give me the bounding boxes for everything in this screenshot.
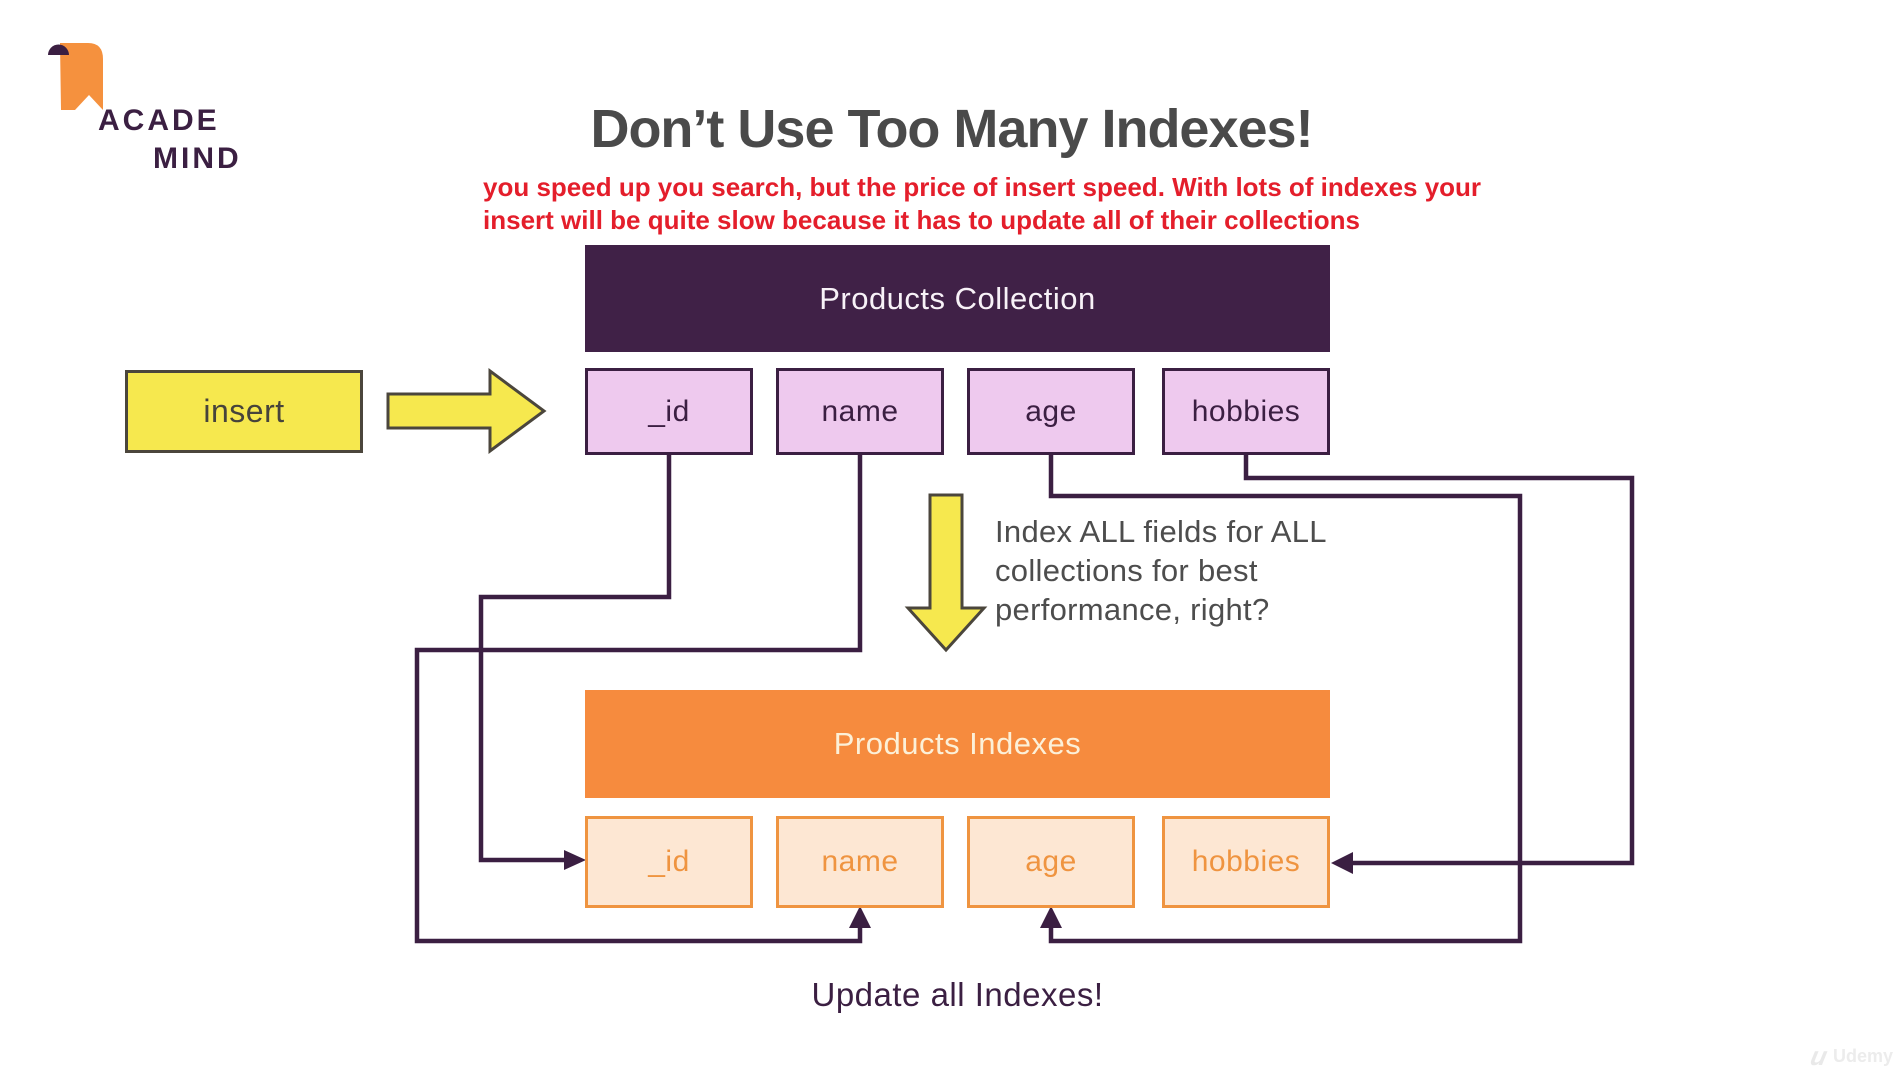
udemy-watermark: u Udemy <box>1807 1041 1893 1071</box>
index-field-age: age <box>967 816 1135 908</box>
insert-box: insert <box>125 370 363 453</box>
connector-id <box>478 453 672 863</box>
udemy-logo-icon: u <box>1807 1041 1831 1071</box>
logo-text-acade: ACADE <box>98 104 220 137</box>
udemy-watermark-label: Udemy <box>1832 1045 1893 1066</box>
collection-field-age: age <box>967 368 1135 455</box>
logo-text-mind: MIND <box>153 142 242 175</box>
down-arrow-icon <box>904 493 988 653</box>
index-field-id: _id <box>585 816 753 908</box>
arrowhead-into-name-icon <box>849 906 871 928</box>
connector-age <box>1048 453 1523 944</box>
arrowhead-into-id-icon <box>564 850 586 870</box>
index-field-hobbies: hobbies <box>1162 816 1330 908</box>
arrowhead-into-age-icon <box>1040 906 1062 928</box>
products-indexes-header: Products Indexes <box>585 690 1330 798</box>
connector-arrowheads <box>564 850 1353 928</box>
annotation-line-2: insert will be quite slow because it has… <box>483 205 1360 235</box>
index-note-line-1: Index ALL fields for ALL <box>995 514 1327 549</box>
annotation-line-1: you speed up you search, but the price o… <box>483 172 1482 202</box>
collection-field-name: name <box>776 368 944 455</box>
page-title: Don’t Use Too Many Indexes! <box>590 99 1313 159</box>
connector-name <box>414 453 863 944</box>
footer-note: Update all Indexes! <box>811 976 1104 1013</box>
collection-field-id: _id <box>585 368 753 455</box>
index-note-line-2: collections for best <box>995 553 1258 588</box>
academind-logo-icon <box>48 43 103 110</box>
collection-field-hobbies: hobbies <box>1162 368 1330 455</box>
products-collection-header: Products Collection <box>585 245 1330 352</box>
index-note-line-3: performance, right? <box>995 592 1270 627</box>
index-note: Index ALL fields for ALL collections for… <box>995 512 1327 629</box>
insert-arrow-icon <box>386 368 547 454</box>
index-field-name: name <box>776 816 944 908</box>
arrowhead-into-hobbies-icon <box>1331 852 1353 874</box>
connector-lines <box>414 453 1635 944</box>
connector-hobbies <box>1243 453 1635 866</box>
annotation-note: you speed up you search, but the price o… <box>483 171 1481 237</box>
